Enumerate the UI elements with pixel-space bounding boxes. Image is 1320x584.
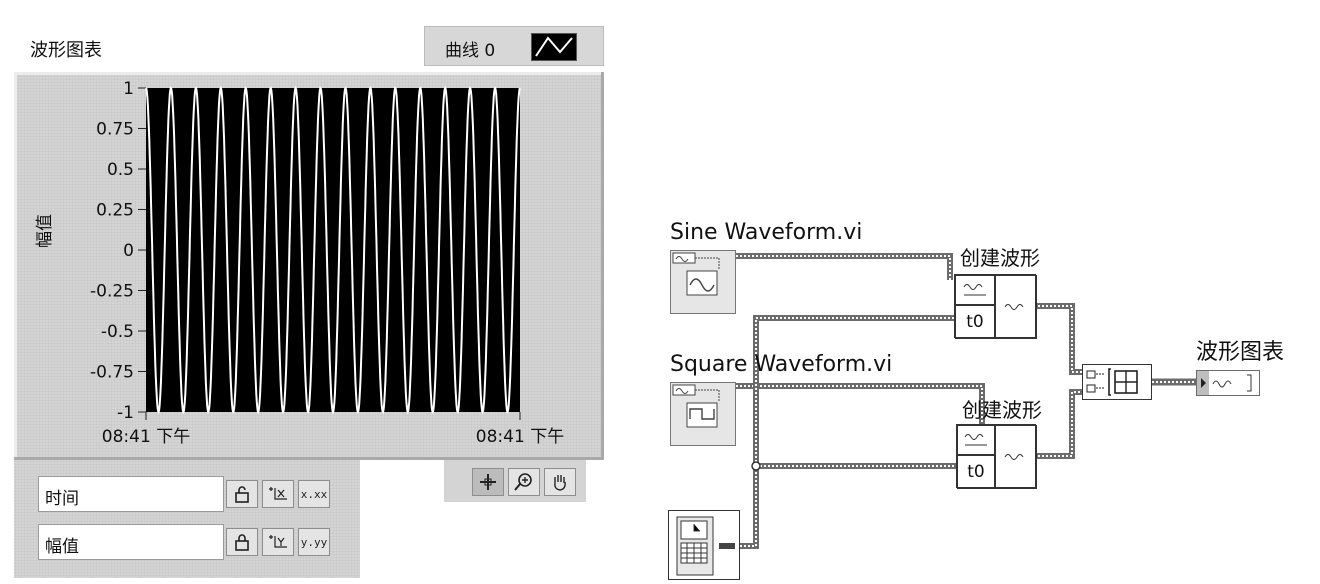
waveform-plot-icon[interactable] [531,33,577,61]
autoscale-x-icon[interactable] [262,480,294,508]
chart-svg: 1 0.75 0.5 0.25 0 -0.25 -0.5 -0.75 -1 08:41 下午 08:… [90,79,564,447]
block-diagram: Sine Waveform.vi Square Waveform.vi 创建波形… [620,0,1320,584]
chart-frame: 1 0.75 0.5 0.25 0 -0.25 -0.5 -0.75 -1 08:41 下午 08:… [14,72,604,460]
y-tick-label: -0.25 [90,282,134,302]
waveform-output-icon [995,275,1037,339]
unlock-icon[interactable] [226,480,258,508]
y-format-button[interactable]: y.yy [298,528,330,556]
sine-vi-label: Sine Waveform.vi [670,220,863,245]
y-axis-name: 幅值 [35,214,55,248]
square-wire [736,383,985,424]
y-tick-label: 0.5 [107,160,134,180]
build-waveform-2-label: 创建波形 [962,398,1042,422]
build-array-icon[interactable] [1082,364,1152,400]
square-vi-label: Square Waveform.vi [670,352,893,377]
plot-legend[interactable]: 曲线 0 [424,26,604,66]
y-format-label: y.yy [300,535,328,549]
waveform-input-icon [955,275,995,305]
x-tick-label-start: 08:41 下午 [102,427,190,447]
scale-legend: 时间 x.xx 幅值 y.yy [14,460,360,578]
y-tick-label: 1 [123,79,134,99]
t0-label: t0 [967,462,985,482]
time-wire [740,315,958,549]
build-waveform-node-2[interactable]: t0 [956,424,1037,489]
chart-terminal-label: 波形图表 [1196,340,1285,365]
y-tick-label: 0.75 [96,120,134,140]
waveform-output-icon [995,425,1037,489]
x-format-button[interactable]: x.xx [298,480,330,508]
y-tick-label: -1 [117,403,134,423]
y-tick-label: 0.25 [96,201,134,221]
x-scale-name-field[interactable]: 时间 [38,476,224,512]
get-date-time-icon[interactable] [668,510,740,580]
waveform-input-icon [957,425,995,455]
sine-waveform-vi[interactable] [670,250,736,314]
graph-palette [444,460,586,502]
plot-legend-label: 曲线 0 [445,41,496,61]
plot-area [146,88,520,412]
chart-title: 波形图表 [30,40,102,61]
x-format-label: x.xx [300,487,328,501]
square-waveform-vi[interactable] [670,382,736,446]
sine-wire [736,253,953,280]
y-scale-name-field[interactable]: 幅值 [38,524,224,560]
waveform-chart-terminal[interactable] [1196,370,1260,396]
t0-terminal: t0 [957,455,995,489]
x-tick-label-end: 08:41 下午 [476,427,564,447]
t0-label: t0 [966,312,984,332]
output-wires [1034,303,1196,459]
cursor-tool-icon[interactable] [472,468,504,496]
pan-hand-icon[interactable] [544,468,576,496]
t0-terminal: t0 [955,305,995,339]
lock-icon[interactable] [226,528,258,556]
y-tick-label: -0.5 [101,322,134,342]
build-waveform-1-label: 创建波形 [960,246,1040,270]
autoscale-y-icon[interactable] [262,528,294,556]
front-panel: 波形图表 曲线 0 1 0.75 0.5 0.25 0 -0.25 -0.5 -0.75 -1 0… [0,0,620,584]
y-tick-label: -0.75 [90,363,134,383]
zoom-tool-icon[interactable] [508,468,540,496]
series-line [145,85,521,415]
build-waveform-node-1[interactable]: t0 [954,274,1037,339]
wires [736,253,1196,549]
y-tick-label: 0 [123,241,134,261]
